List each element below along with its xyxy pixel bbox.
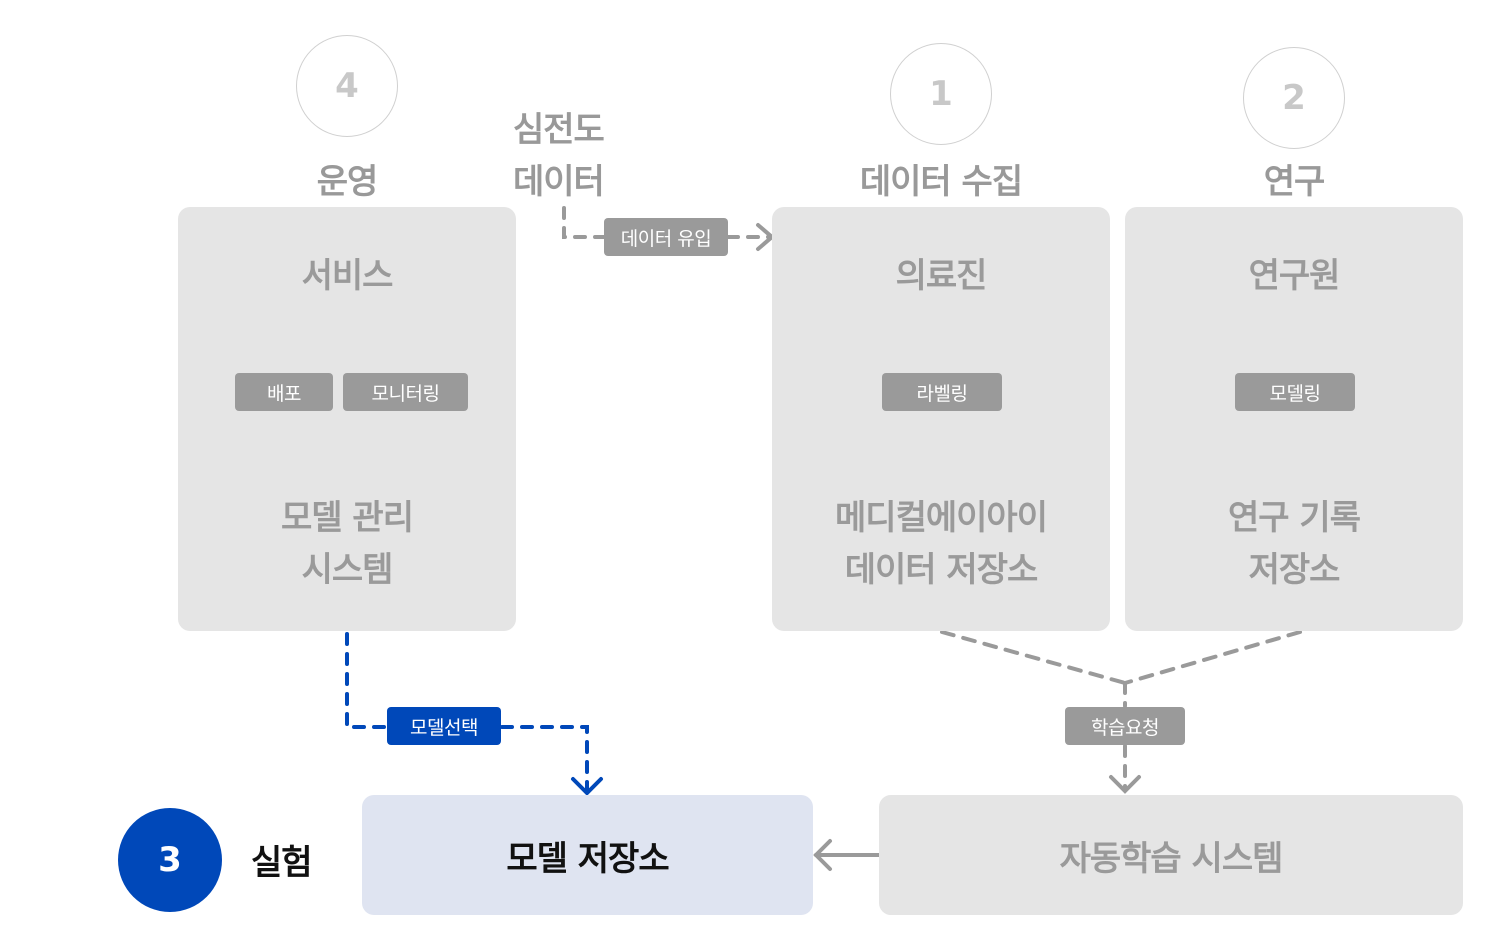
node-line2: 저장소 bbox=[1248, 550, 1341, 590]
medical-ai-data-store-node: 메디컬에이아이 데이터 저장소 bbox=[772, 492, 1110, 596]
modeling-tag: 모델링 bbox=[1235, 373, 1355, 411]
phase-number-circle-experiment: 3 bbox=[118, 808, 222, 912]
auto-training-system-label: 자동학습 시스템 bbox=[1059, 838, 1284, 879]
model-management-system-node: 모델 관리 시스템 bbox=[178, 492, 516, 596]
node-line2: 데이터 저장소 bbox=[844, 550, 1039, 590]
ecg-data-label-line2: 데이터 bbox=[513, 162, 605, 202]
labeling-tag: 라벨링 bbox=[882, 373, 1002, 411]
node-line1: 연구 기록 bbox=[1228, 498, 1361, 538]
data-inflow-tag: 데이터 유입 bbox=[604, 218, 728, 256]
phase-number-circle-research: 2 bbox=[1243, 47, 1345, 149]
data-collection-panel bbox=[772, 207, 1110, 631]
phase-number-circle-data-collection: 1 bbox=[890, 43, 992, 145]
node-line2: 시스템 bbox=[301, 550, 394, 590]
service-node: 서비스 bbox=[301, 256, 394, 296]
phase-number: 4 bbox=[335, 66, 359, 106]
operation-panel bbox=[178, 207, 516, 631]
deliver-model-arrow bbox=[813, 839, 881, 871]
researcher-node: 연구원 bbox=[1248, 256, 1341, 296]
phase-number: 1 bbox=[929, 74, 953, 114]
node-line1: 모델 관리 bbox=[281, 498, 414, 538]
research-panel bbox=[1125, 207, 1463, 631]
ecg-data-label-line1: 심전도 bbox=[513, 110, 605, 150]
phase-title-data-collection: 데이터 수집 bbox=[859, 162, 1023, 202]
phase-number: 2 bbox=[1282, 78, 1306, 118]
model-store-label: 모델 저장소 bbox=[506, 838, 669, 879]
research-record-store-node: 연구 기록 저장소 bbox=[1125, 492, 1463, 596]
phase-number-circle-operation: 4 bbox=[296, 35, 398, 137]
phase-number: 3 bbox=[158, 840, 182, 880]
phase-title-research: 연구 bbox=[1263, 162, 1326, 202]
phase-title-operation: 운영 bbox=[316, 162, 379, 202]
train-request-tag: 학습요청 bbox=[1065, 707, 1185, 745]
node-line1: 메디컬에이아이 bbox=[835, 498, 1048, 538]
ecg-data-label: 심전도 데이터 bbox=[513, 104, 605, 208]
phase-title-experiment: 실험 bbox=[251, 843, 313, 883]
auto-training-system-node: 자동학습 시스템 bbox=[879, 795, 1463, 915]
model-select-tag: 모델선택 bbox=[387, 707, 501, 745]
monitoring-tag: 모니터링 bbox=[343, 373, 468, 411]
medical-staff-node: 의료진 bbox=[895, 256, 988, 296]
deploy-tag: 배포 bbox=[235, 373, 333, 411]
model-store-node: 모델 저장소 bbox=[362, 795, 813, 915]
